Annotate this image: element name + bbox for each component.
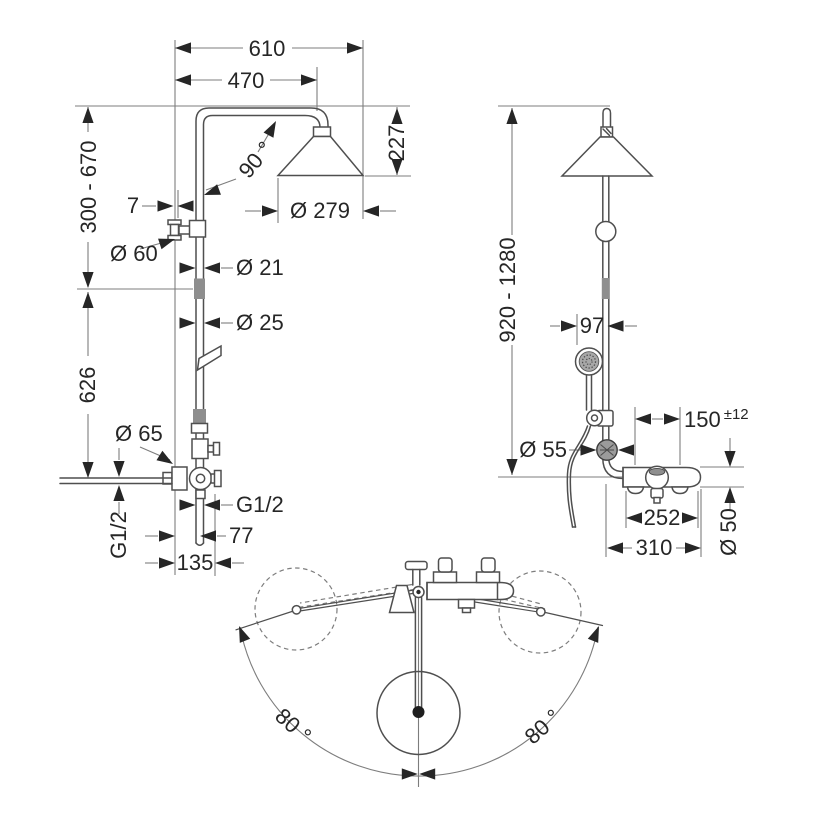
riser-pipe-top — [414, 596, 423, 708]
dim-arm-projection: 470 — [228, 68, 265, 93]
wall-bracket — [167, 219, 207, 241]
dim-union-spacing: 252 — [644, 505, 681, 530]
dim-spout-depth: 77 — [229, 523, 253, 548]
dim-valve-dia: Ø 65 — [115, 421, 163, 446]
dim-head-drop: 227 — [384, 125, 409, 162]
overhead-shower-cone-side — [560, 136, 654, 177]
dim-lower-pipe-length: 626 — [75, 367, 100, 404]
dim-upper-pipe-dia: Ø 21 — [236, 255, 284, 280]
dim-wall-offset: 7 — [127, 193, 139, 218]
dim-outlet-thread: G1/2 — [236, 492, 284, 517]
mixer-valve-top — [426, 557, 515, 614]
pipe-adjust-segment-upper — [194, 278, 205, 299]
handshower-hook-right — [535, 606, 546, 617]
pipe-adjust-segment-side — [601, 278, 610, 299]
dim-inlet-thread: G1/2 — [106, 511, 131, 559]
dim-escutcheon-dia: Ø 60 — [110, 241, 158, 266]
swivel-arc — [239, 626, 599, 777]
dim-valve-body-dia: Ø 50 — [716, 508, 741, 556]
hand-shower-holder — [585, 409, 614, 427]
swivel-range-circle-left — [254, 567, 338, 651]
diverter-valve — [191, 438, 221, 460]
swivel-holder — [196, 344, 222, 372]
swivel-range-circle-right — [498, 570, 582, 654]
dim-valve-width: 135 — [177, 550, 214, 575]
pipe-union — [190, 422, 209, 434]
overhead-shower-cone-front — [276, 135, 365, 177]
side-view: 920 - 1280 97 Ø 55 150±12 252 310 Ø 50 — [495, 105, 749, 560]
side-fixture — [560, 107, 702, 528]
dim-total-depth: 310 — [636, 535, 673, 560]
slider-ring — [595, 220, 617, 243]
pivot-dot — [416, 589, 421, 595]
overhead-shower-top-circle — [376, 670, 461, 756]
dim-total-width: 610 — [249, 36, 286, 61]
dim-connection-spacing: 150±12 — [684, 406, 749, 432]
hand-shower — [574, 347, 604, 411]
hose — [566, 425, 592, 528]
top-view: 80 ° 80 ° — [233, 557, 605, 787]
handshower-hook-left — [291, 604, 302, 615]
mixer-valve-side — [622, 465, 702, 504]
side-extension-lines — [498, 105, 744, 557]
dim-bend-angle: 90 ° — [233, 137, 277, 183]
front-dimension-arrows — [82, 42, 403, 569]
dim-slider-dia: Ø 55 — [519, 437, 567, 462]
dim-install-height-range: 920 - 1280 — [495, 237, 520, 342]
riser-and-arm-pipe — [195, 107, 329, 546]
pipe-end-dot — [412, 706, 425, 718]
dim-head-dia: Ø 279 — [290, 198, 350, 223]
front-view: 610 470 227 90 ° 7 Ø 60 Ø 21 Ø 25 Ø 279 … — [59, 36, 411, 576]
top-pin — [600, 107, 614, 138]
dim-height-adjust-range: 300 - 670 — [76, 141, 101, 234]
front-fixture — [59, 107, 365, 546]
head-connector — [312, 126, 332, 138]
overhead-arm-top — [388, 584, 415, 614]
dim-lower-pipe-dia: Ø 25 — [236, 310, 284, 335]
diverter-pin-top — [404, 560, 428, 586]
inlet-pipe — [59, 477, 173, 485]
connector-ball — [596, 439, 618, 461]
dim-handshower-offset: 97 — [580, 313, 604, 338]
dim-swivel-left: 80 ° — [270, 703, 316, 748]
pipe-adjust-segment-lower — [193, 409, 206, 424]
